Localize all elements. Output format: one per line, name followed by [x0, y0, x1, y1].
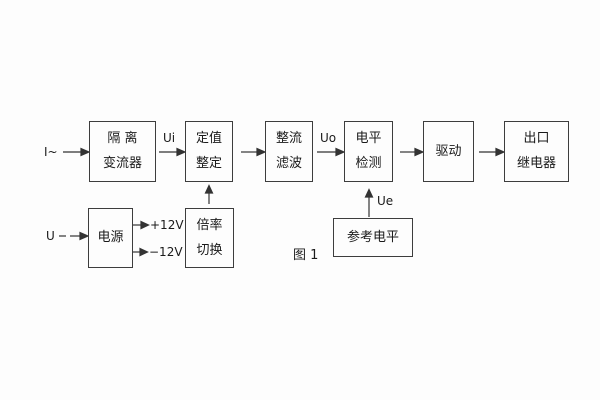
arrow-level-to-drive — [400, 147, 425, 157]
block-setting-adjust: 定值 整定 — [185, 121, 233, 182]
arrow-ue — [364, 188, 374, 217]
block-text: 检测 — [355, 156, 382, 171]
block-rectify-filter: 整流 滤波 — [265, 121, 313, 182]
block-text: 继电器 — [516, 156, 556, 171]
block-reference-level: 参考电平 — [333, 218, 413, 257]
block-text: 整流 — [275, 131, 302, 147]
block-text: 电源 — [97, 230, 124, 246]
block-text: 变流器 — [102, 156, 142, 171]
block-text: 切换 — [196, 242, 223, 258]
block-text: 隔 离 — [107, 131, 138, 147]
arrow-ui — [159, 147, 187, 157]
label-rail-negative: −12V — [149, 245, 183, 259]
label-signal-ue: Ue — [377, 194, 394, 208]
label-rail-positive: +12V — [150, 218, 184, 232]
block-text: 参考电平 — [346, 229, 399, 245]
arrow-ratio-to-setting — [204, 184, 214, 204]
arrow-rail-positive — [133, 220, 150, 230]
label-signal-uo: Uo — [319, 131, 337, 145]
block-text: 倍率 — [196, 217, 223, 233]
block-power-supply: 电源 — [88, 208, 133, 268]
arrow-drive-to-relay — [479, 147, 506, 157]
block-text: 定值 — [195, 131, 222, 147]
block-text: 电平 — [355, 131, 382, 147]
label-signal-ui: Ui — [162, 131, 176, 145]
arrow-input-voltage — [59, 231, 90, 241]
arrow-setting-to-rectifier — [241, 147, 267, 157]
figure-caption: 图 1 — [293, 248, 319, 263]
arrow-input-current — [63, 147, 91, 157]
block-output-relay: 出口 继电器 — [504, 121, 569, 182]
label-input-voltage: U — [46, 229, 55, 243]
arrow-rail-negative — [133, 247, 149, 257]
block-level-detect: 电平 检测 — [344, 121, 393, 182]
block-drive: 驱动 — [423, 121, 474, 182]
label-input-current: I~ — [44, 145, 58, 159]
block-ratio-switch: 倍率 切换 — [185, 208, 234, 268]
block-isolation-transformer: 隔 离 变流器 — [89, 121, 156, 182]
arrow-uo — [317, 147, 346, 157]
block-text: 整定 — [195, 156, 222, 171]
block-text: 滤波 — [275, 156, 302, 171]
block-text: 驱动 — [435, 143, 462, 159]
block-text: 出口 — [523, 131, 550, 147]
